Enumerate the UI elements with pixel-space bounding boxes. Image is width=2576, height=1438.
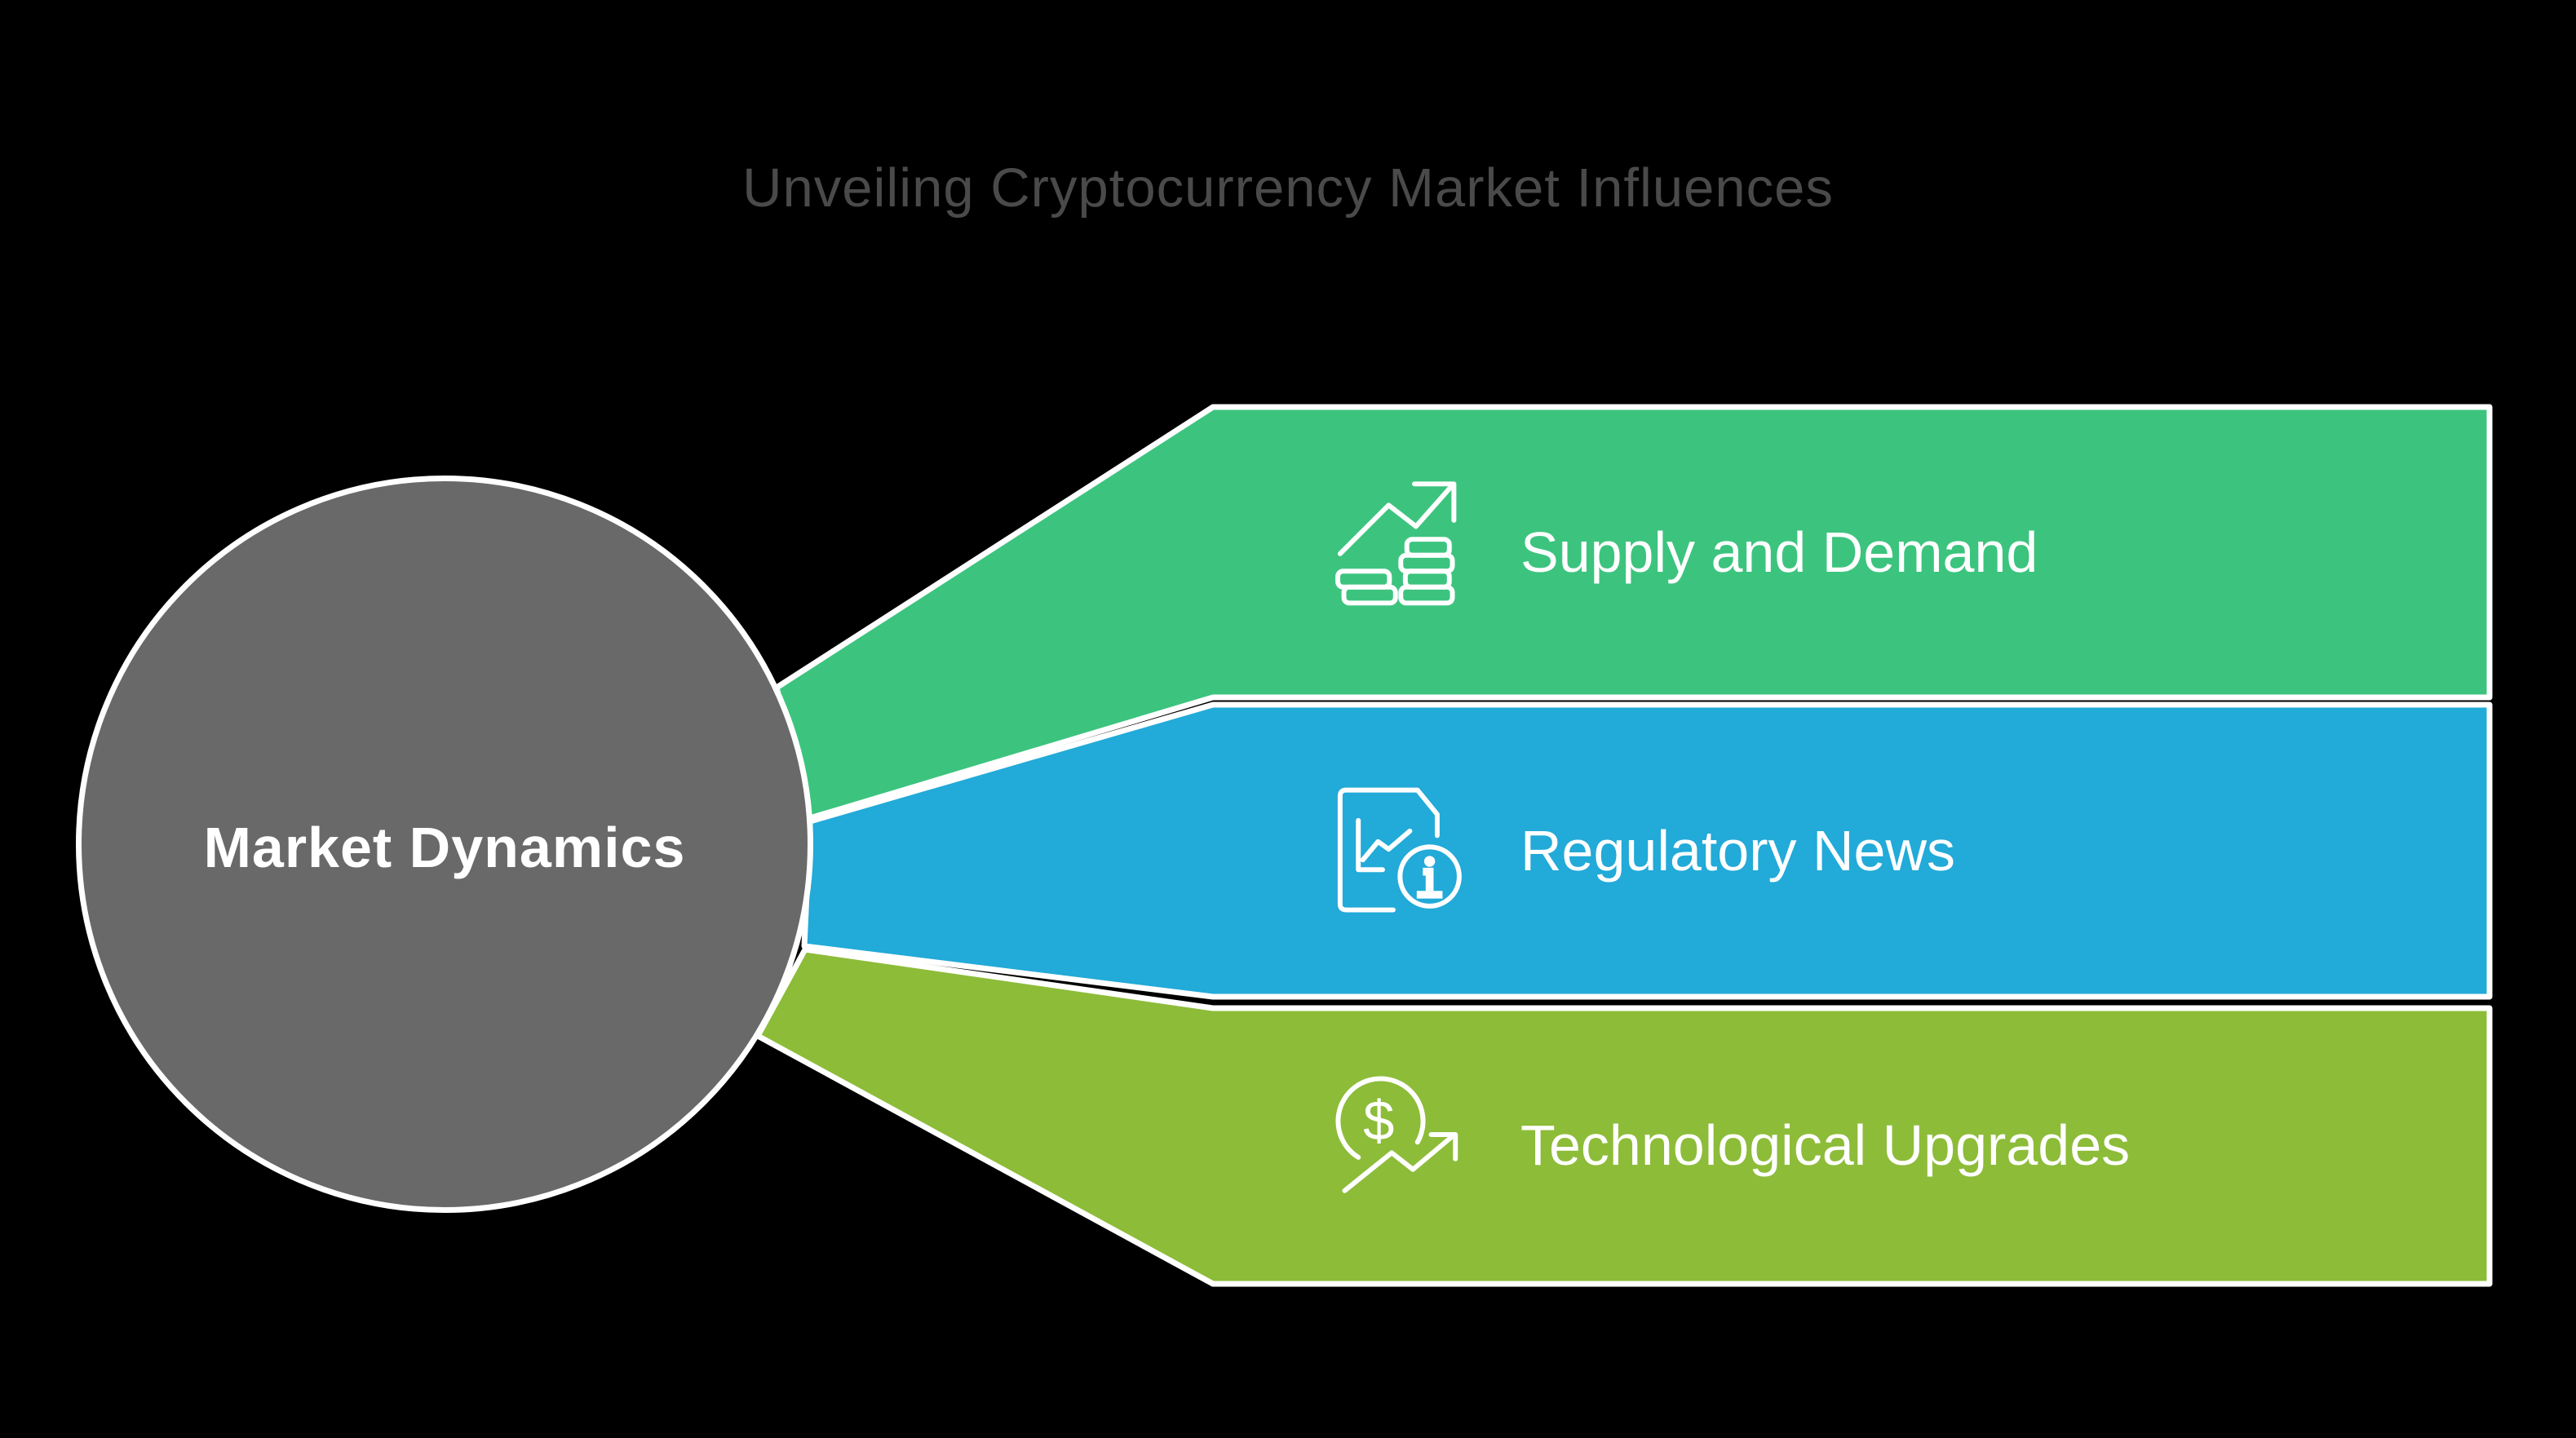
document-info-icon (1337, 787, 1462, 913)
band-label: Regulatory News (1520, 819, 1955, 883)
dollar-growth-arrow-icon: $ (1335, 1076, 1458, 1193)
center-node-label: Market Dynamics (203, 816, 686, 879)
band-label: Technological Upgrades (1520, 1113, 2131, 1177)
band-row-regulatory-news: Regulatory News (1328, 775, 1955, 927)
page-title: Unveiling Cryptocurrency Market Influenc… (742, 157, 1834, 219)
dollar-glyph: $ (1363, 1090, 1394, 1153)
band-shape-regulatory-news (801, 701, 2493, 1000)
center-circle (76, 476, 813, 1213)
band-label: Supply and Demand (1520, 520, 2038, 584)
band-row-technological-upgrades: $ Technological Upgrades (1328, 1069, 2130, 1221)
growth-chart-coins-icon (1335, 481, 1457, 606)
band-row-supply-and-demand: Supply and Demand (1328, 476, 2038, 628)
